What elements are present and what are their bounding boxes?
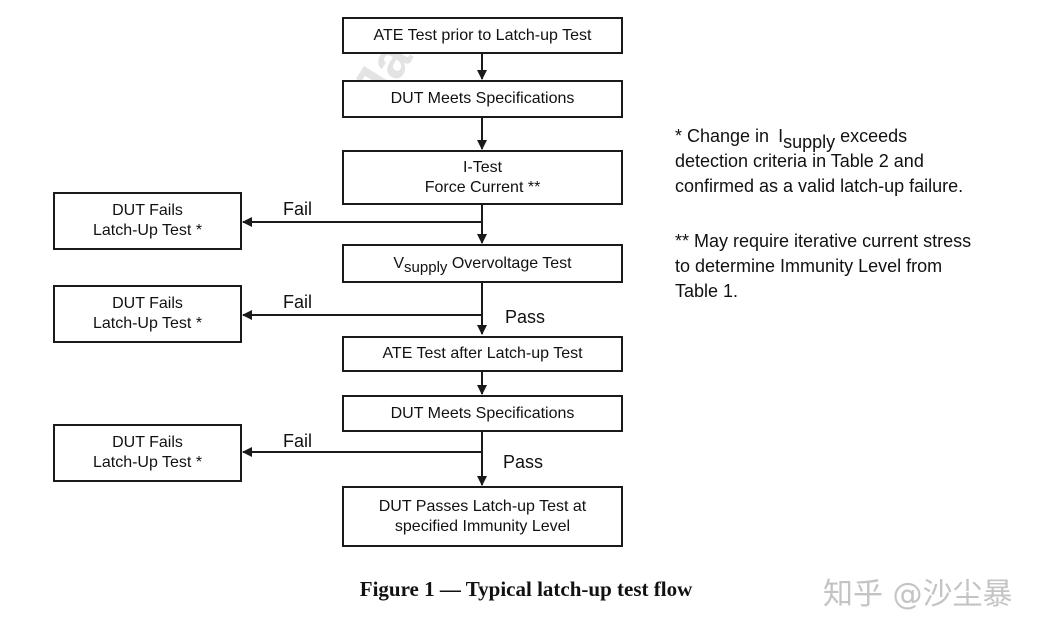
fail-box-3-line2: Latch-Up Test * [92,454,203,471]
footnote-1-line2: detection criteria in Table 2 and [675,151,924,171]
fail-box-2: DUT Fails Latch-Up Test * [53,285,242,343]
pass-label-2: Pass [503,452,544,472]
meets-spec-label-1: DUT Meets Specifications [390,90,575,107]
fail-box-1-line2: Latch-Up Test * [92,222,203,239]
footnote-1-line3: confirmed as a valid latch-up failure. [675,176,964,196]
passes-box: DUT Passes Latch-up Test at specified Im… [342,486,623,547]
fail-label-3: Fail [283,431,313,451]
fail-label-2: Fail [283,292,313,312]
ate-prior-label: ATE Test prior to Latch-up Test [373,26,592,44]
brand-watermark: 知乎 @沙尘暴 [823,577,1013,612]
fail-box-3: DUT Fails Latch-Up Test * [53,424,242,482]
ate-after-label: ATE Test after Latch-up Test [382,345,583,362]
ate-after-box: ATE Test after Latch-up Test [342,336,623,372]
fail-box-1: DUT Fails Latch-Up Test * [53,192,242,250]
vsupply-test-label: Vsupply Overvoltage Test [393,254,572,276]
footnote-2-line1: ** May require iterative current stress [675,231,972,251]
fail-box-1-line1: DUT Fails [112,202,183,219]
fail-box-2-line1: DUT Fails [112,295,183,312]
itest-label-line2: Force Current ** [424,178,541,196]
passes-label-line1: DUT Passes Latch-up Test at [378,497,587,515]
meets-spec-label-2: DUT Meets Specifications [390,404,575,422]
itest-box: I-Test Force Current ** [342,150,623,205]
itest-label-line1: I-Test [462,158,503,176]
footnote-2-line2: to determine Immunity Level from [675,256,943,276]
passes-label-line2: specified Immunity Level [394,517,571,535]
footnote-2-line3: Table 1. [675,281,739,301]
ate-prior-box: ATE Test prior to Latch-up Test [342,17,623,54]
meets-spec-box-2: DUT Meets Specifications [342,395,623,432]
figure-caption: Figure 1 — Typical latch-up test flow [359,577,693,601]
fail-label-1: Fail [283,199,313,219]
fail-box-3-line1: DUT Fails [112,434,183,451]
pass-label-1: Pass [505,307,546,327]
fail-box-2-line2: Latch-Up Test * [92,315,203,332]
vsupply-test-box: Vsupply Overvoltage Test [342,244,623,283]
meets-spec-box-1: DUT Meets Specifications [342,80,623,118]
footnote-2: ** May require iterative current stress … [675,229,971,304]
footnote-1: * Change in Isupply exceeds detection cr… [675,124,963,199]
footnote-1-line1: * Change in Isupply exceeds [675,126,908,152]
